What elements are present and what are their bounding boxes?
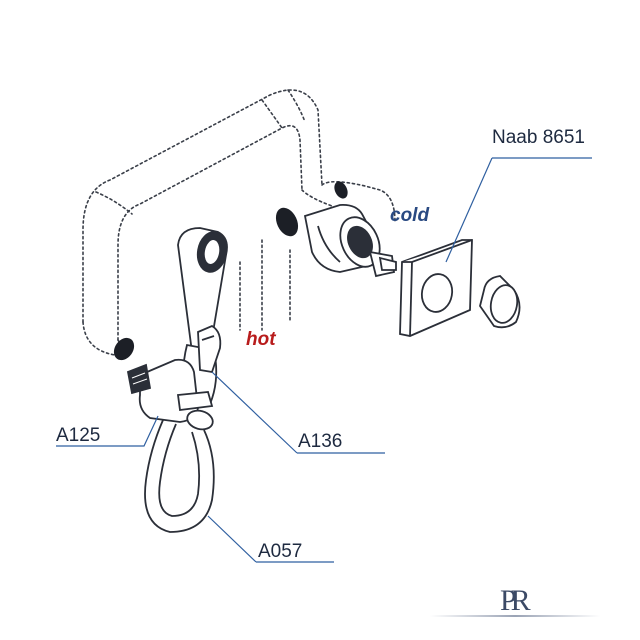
label-a136: A136 [298,431,343,452]
holder-angle-valve [126,358,214,431]
label-a125: A125 [56,425,101,446]
label-cold: cold [390,205,430,226]
cover-plate [399,239,473,337]
control-knob [479,275,521,329]
label-a057: A057 [258,541,303,562]
hand-shower [177,227,228,408]
hose-loop [144,419,215,533]
logo-underline [430,615,600,617]
label-hot: hot [246,329,276,350]
valve-cartridge [303,204,397,278]
pipe-connection-rings [113,181,348,361]
leader-lines [56,157,592,563]
label-naab-8651: Naab 8651 [492,127,585,148]
brand-logo: PR [500,584,531,617]
hidden-pipework [82,89,396,356]
